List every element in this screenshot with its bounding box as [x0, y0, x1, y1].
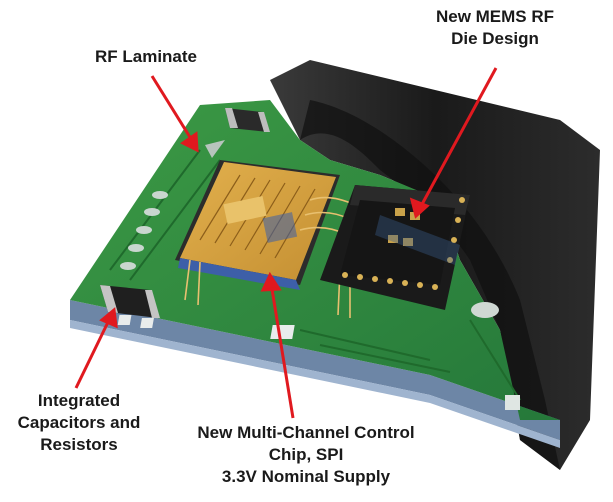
top-passive-component [225, 108, 270, 132]
mems-die-package [320, 185, 470, 310]
edge-pads [120, 191, 168, 270]
bottom-pads [117, 315, 295, 339]
label-passives: Integrated Capacitors and Resistors [17, 391, 141, 454]
label-rf-laminate: RF Laminate [94, 47, 198, 66]
callout-arrows [74, 67, 498, 419]
arrow-passives [74, 317, 112, 389]
triangle-marker [205, 140, 225, 158]
arrow-control [269, 282, 295, 419]
rf-laminate-board [70, 100, 560, 420]
board-edge-bottom [70, 320, 560, 448]
arrow-laminate [150, 75, 195, 143]
round-pad [471, 302, 499, 318]
arrow-mems [418, 67, 498, 209]
corner-marker [505, 395, 520, 410]
board-edge [70, 300, 560, 440]
label-mems-die: New MEMS RF Die Design [435, 7, 555, 48]
label-control-chip: New Multi-Channel Control Chip, SPI 3.3V… [197, 423, 415, 486]
